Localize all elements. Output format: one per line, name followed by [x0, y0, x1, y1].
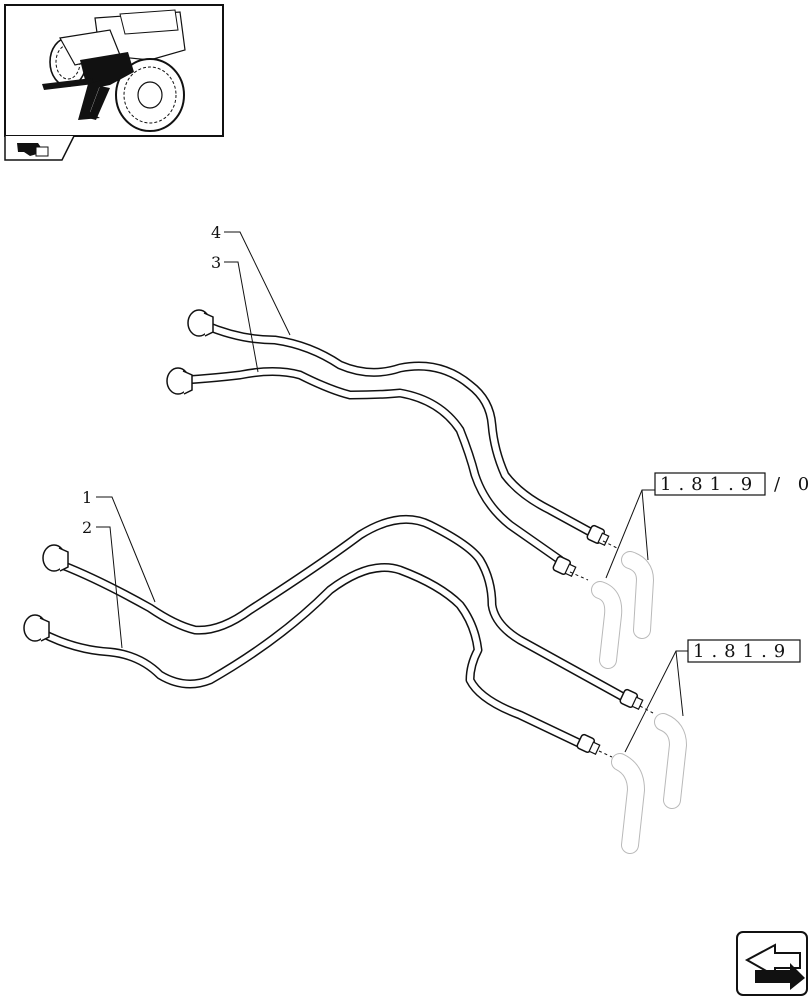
callout-2[interactable]: 2	[82, 518, 92, 537]
pipe-4-fitting-end	[586, 524, 610, 547]
pipe-1-nut-start	[42, 544, 69, 572]
callout-1-leader	[96, 496, 156, 603]
pipe-2-fitting-end	[576, 733, 601, 756]
reference-upper-suffix: / 0	[774, 474, 812, 495]
pipe-2	[37, 563, 588, 750]
callout-4-leader	[224, 231, 291, 336]
pipe-2-nut-start	[23, 614, 50, 642]
pipe-1-fitting-end	[619, 688, 644, 711]
phantom-connector-upper	[569, 540, 654, 669]
reference-lower-leaders	[624, 650, 688, 753]
pipe-3-nut-start	[166, 367, 193, 395]
callout-1[interactable]: 1	[82, 488, 92, 507]
reference-box-lower[interactable]: 1.81.9	[687, 639, 801, 663]
next-page-arrow-icon[interactable]	[736, 931, 808, 996]
reference-lower-label: 1.81.9	[693, 641, 792, 662]
pipe-4	[200, 320, 597, 538]
callout-4[interactable]: 4	[211, 223, 221, 242]
pipe-1	[57, 514, 630, 703]
callout-2-leader	[96, 526, 123, 649]
phantom-connector-lower	[598, 705, 687, 854]
tractor-location-thumbnail-icon[interactable]	[4, 4, 224, 137]
callout-3-leader	[224, 261, 259, 373]
section-arrow-icon[interactable]	[4, 135, 75, 161]
reference-upper-label: 1.81.9	[660, 474, 759, 495]
pipe-3	[180, 367, 565, 565]
reference-box-upper[interactable]: 1.81.9 / 0	[654, 472, 812, 496]
pipe-3-fitting-end	[552, 555, 577, 578]
callout-3[interactable]: 3	[211, 253, 221, 272]
pipe-4-nut-start	[187, 309, 214, 337]
reference-upper-leaders	[605, 489, 655, 579]
